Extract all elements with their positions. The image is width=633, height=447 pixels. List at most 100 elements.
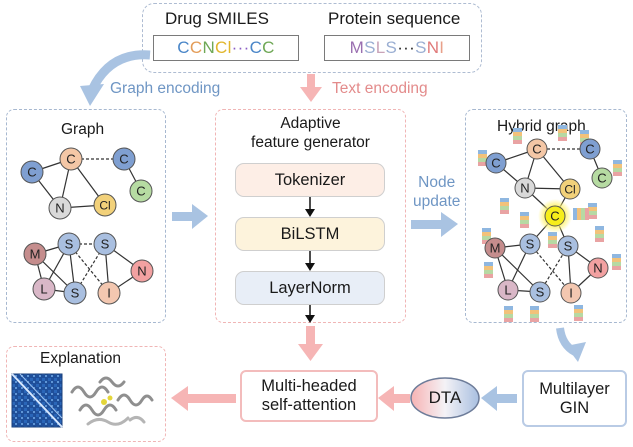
atom-node-label: C bbox=[27, 165, 36, 180]
feature-bar bbox=[580, 138, 589, 142]
residue-node-label: I bbox=[107, 286, 111, 301]
atom-node bbox=[93, 193, 117, 217]
feature-bar bbox=[530, 318, 539, 322]
seq-token: Cl bbox=[215, 38, 232, 57]
feature-bar bbox=[548, 244, 557, 248]
gin-box: Multilayer GIN bbox=[522, 370, 627, 427]
feature-bar bbox=[478, 150, 487, 154]
feature-bar bbox=[612, 262, 621, 266]
hybrid-residue-node bbox=[529, 281, 551, 303]
feature-bar bbox=[548, 236, 557, 240]
text-encoding-arrow-shaft bbox=[307, 74, 315, 88]
seq-token: S bbox=[364, 38, 376, 57]
feature-bar bbox=[478, 158, 487, 162]
feature-bar bbox=[513, 136, 522, 140]
generator-to-attention-shaft bbox=[306, 326, 315, 346]
feature-bar bbox=[500, 198, 509, 202]
residue-node bbox=[23, 242, 47, 266]
atom-node bbox=[129, 179, 153, 203]
feature-bar bbox=[580, 134, 589, 138]
node-update-head bbox=[441, 212, 458, 237]
residue-node-label: N bbox=[137, 264, 146, 279]
feature-bar bbox=[530, 310, 539, 314]
attention-to-explanation-head bbox=[171, 386, 188, 411]
graph-edge bbox=[529, 243, 572, 294]
feature-bar bbox=[478, 154, 487, 158]
atom-node-label: C bbox=[136, 184, 145, 199]
feature-bar bbox=[484, 262, 493, 266]
node-update-label: Node update bbox=[413, 174, 461, 210]
graph-encoding-arrowhead bbox=[80, 84, 104, 106]
hybrid-atom-node-label: Cl bbox=[564, 183, 575, 197]
atom-node bbox=[48, 196, 72, 220]
atom-node bbox=[112, 147, 136, 171]
feature-bar bbox=[478, 162, 487, 166]
hybrid-residue-node-label: I bbox=[569, 286, 573, 301]
gin-to-dta-head bbox=[481, 386, 497, 411]
hybrid-residue-node bbox=[484, 237, 506, 259]
feature-bar bbox=[595, 230, 604, 234]
graph-encoding-arrow bbox=[87, 50, 151, 93]
bilstm-step: BiLSTM bbox=[235, 217, 385, 251]
generator-panel bbox=[215, 109, 406, 323]
residue-node-label: M bbox=[30, 247, 41, 262]
residue-node-label: S bbox=[71, 286, 80, 301]
feature-bar bbox=[580, 130, 589, 134]
hybrid-atom-node bbox=[514, 177, 536, 199]
hybrid-residue-node-label: S bbox=[536, 285, 545, 300]
generator-title: Adaptive feature generator bbox=[251, 115, 370, 151]
feature-bar bbox=[574, 317, 583, 321]
hybrid-residue-node-label: N bbox=[593, 261, 602, 276]
seq-token: C bbox=[177, 38, 190, 57]
feature-bar bbox=[613, 172, 622, 176]
feature-bar bbox=[588, 215, 597, 219]
hybrid-atom-node bbox=[559, 178, 581, 200]
feature-bar bbox=[613, 164, 622, 168]
feature-bar bbox=[504, 310, 513, 314]
atom-node-label: C bbox=[119, 152, 128, 167]
hybrid-atom-node bbox=[579, 138, 601, 160]
seq-token: S bbox=[385, 38, 398, 57]
seq-token: L bbox=[375, 38, 386, 57]
text-encoding-arrowhead bbox=[300, 87, 322, 102]
feature-bar bbox=[612, 254, 621, 258]
hybrid-atom-node-label: C bbox=[491, 156, 500, 171]
tokenizer-step: Tokenizer bbox=[235, 163, 385, 197]
feature-bar bbox=[484, 266, 493, 270]
hybrid-residue-node-label: S bbox=[564, 239, 573, 254]
graph-to-generator-shaft bbox=[172, 212, 194, 221]
feature-bar bbox=[585, 208, 589, 220]
attention-to-explanation-shaft bbox=[186, 394, 236, 403]
graph-panel-title: Graph bbox=[61, 121, 105, 138]
attention-heatmap bbox=[11, 373, 63, 428]
hybrid-atom-node bbox=[591, 167, 613, 189]
dta-label: DTA bbox=[428, 388, 462, 407]
attention-box: Multi-headed self-attention bbox=[240, 370, 378, 422]
feature-bar bbox=[500, 210, 509, 214]
feature-bar bbox=[530, 314, 539, 318]
hybrid-highlight-node bbox=[544, 205, 566, 227]
atom-node-label: Cl bbox=[99, 199, 110, 213]
gin-to-dta-shaft bbox=[495, 394, 517, 403]
feature-bar bbox=[588, 207, 597, 211]
hybrid-residue-node bbox=[519, 233, 541, 255]
input-panel bbox=[142, 3, 482, 73]
feature-bar bbox=[500, 206, 509, 210]
residue-node-label: L bbox=[40, 282, 47, 297]
feature-bar bbox=[558, 125, 567, 129]
seq-token: ··· bbox=[231, 38, 250, 57]
residue-node bbox=[57, 232, 81, 256]
feature-bar bbox=[573, 208, 577, 220]
hybrid-graph-panel bbox=[465, 109, 627, 323]
atom-node bbox=[59, 147, 83, 171]
protein-structure-image bbox=[70, 376, 154, 426]
hybrid-residue-node-label: M bbox=[490, 241, 501, 256]
feature-bar bbox=[520, 220, 529, 224]
atom-node-label: C bbox=[66, 152, 75, 167]
seq-token: C bbox=[189, 38, 203, 57]
hybrid-residue-node bbox=[557, 235, 579, 257]
